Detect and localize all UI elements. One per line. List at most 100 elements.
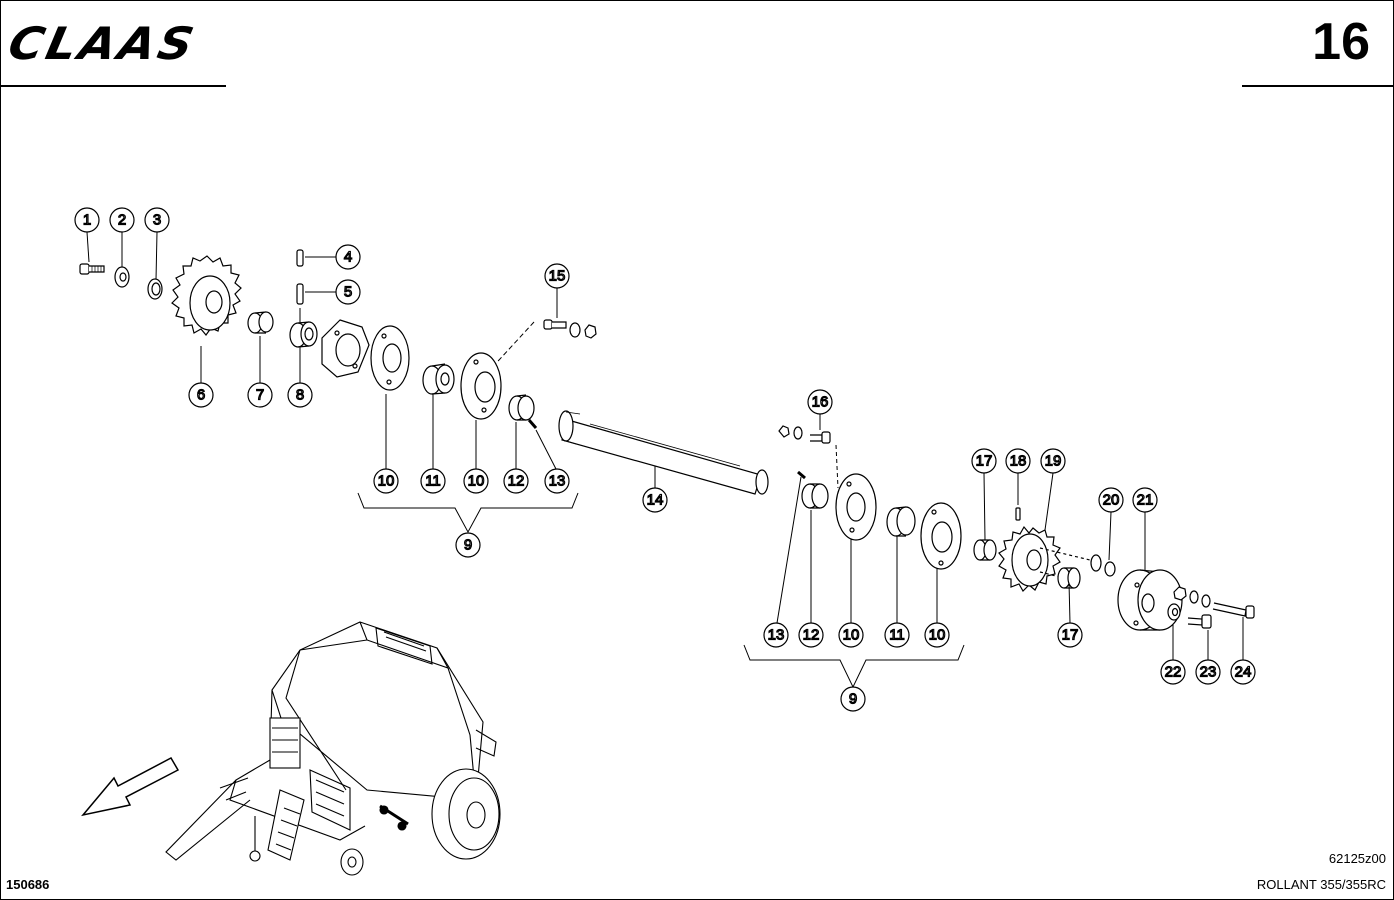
callout-6[interactable]: 6	[188, 382, 214, 408]
svg-text:2: 2	[118, 212, 126, 229]
svg-text:7: 7	[256, 387, 264, 404]
flange-part-10a	[370, 325, 410, 391]
callout-21[interactable]: 21	[1132, 487, 1158, 513]
callout-17-bottom[interactable]: 17	[1057, 622, 1083, 648]
svg-text:14: 14	[647, 492, 664, 509]
leader-lines	[86, 231, 1244, 660]
page-number: 16	[1312, 13, 1370, 71]
svg-text:10: 10	[929, 627, 946, 644]
bolt-part-16	[778, 425, 831, 444]
svg-text:23: 23	[1200, 664, 1217, 681]
flange-part-10c	[835, 473, 877, 541]
svg-text:24: 24	[1235, 664, 1252, 681]
callout-16[interactable]: 16	[807, 389, 833, 415]
callout-18[interactable]: 18	[1005, 448, 1031, 474]
header-rule-right	[1242, 85, 1394, 87]
svg-text:20: 20	[1103, 492, 1120, 509]
svg-text:6: 6	[197, 387, 205, 404]
svg-text:19: 19	[1045, 453, 1062, 470]
callout-12-right[interactable]: 12	[798, 622, 824, 648]
bearing-part-11a	[422, 363, 455, 395]
callout-13-right[interactable]: 13	[763, 622, 789, 648]
callout-24[interactable]: 24	[1230, 659, 1256, 685]
header-rule-left	[0, 85, 226, 87]
callout-17-top[interactable]: 17	[971, 448, 997, 474]
shaft-part-14	[558, 410, 769, 495]
callout-9-left[interactable]: 9	[455, 532, 481, 558]
callout-7[interactable]: 7	[247, 382, 273, 408]
callout-10-right-a[interactable]: 10	[838, 622, 864, 648]
flange-part-10d	[920, 502, 962, 570]
bolt-part-24	[1212, 602, 1255, 619]
washer-part-22	[1167, 603, 1181, 621]
svg-text:10: 10	[468, 473, 485, 490]
svg-text:16: 16	[812, 394, 829, 411]
svg-text:10: 10	[843, 627, 860, 644]
callout-10-left-a[interactable]: 10	[373, 468, 399, 494]
callout-2[interactable]: 2	[109, 207, 135, 233]
pin-part-4	[296, 249, 304, 267]
svg-text:13: 13	[549, 473, 566, 490]
bolt-part-15	[543, 319, 597, 339]
callout-11-right[interactable]: 11	[884, 622, 910, 648]
callout-1[interactable]: 1	[74, 207, 100, 233]
callout-5[interactable]: 5	[335, 279, 361, 305]
callout-12-left[interactable]: 12	[503, 468, 529, 494]
callout-3[interactable]: 3	[144, 207, 170, 233]
callout-15[interactable]: 15	[544, 263, 570, 289]
callout-4[interactable]: 4	[335, 244, 361, 270]
svg-text:3: 3	[153, 212, 161, 229]
bushing-part-7	[247, 311, 274, 334]
svg-text:12: 12	[508, 473, 525, 490]
svg-text:11: 11	[889, 627, 905, 644]
bearing-part-8	[289, 321, 318, 348]
svg-text:17: 17	[976, 453, 993, 470]
svg-text:1: 1	[83, 212, 91, 229]
callout-22[interactable]: 22	[1160, 659, 1186, 685]
svg-text:13: 13	[768, 627, 785, 644]
callout-9-right[interactable]: 9	[840, 686, 866, 712]
svg-text:8: 8	[296, 387, 304, 404]
svg-text:17: 17	[1062, 627, 1079, 644]
sprocket-part-6	[171, 255, 242, 336]
bearing-part-11b	[886, 506, 916, 537]
model-name: ROLLANT 355/355RC	[1256, 877, 1386, 892]
svg-text:10: 10	[378, 473, 395, 490]
callout-10-left-b[interactable]: 10	[463, 468, 489, 494]
callout-10-right-b[interactable]: 10	[924, 622, 950, 648]
svg-text:11: 11	[425, 473, 441, 490]
svg-text:21: 21	[1137, 492, 1154, 509]
callout-23[interactable]: 23	[1195, 659, 1221, 685]
ring-part-3	[147, 278, 163, 300]
svg-text:18: 18	[1010, 453, 1027, 470]
svg-text:9: 9	[849, 691, 857, 708]
svg-text:15: 15	[549, 268, 566, 285]
setscrew-part-13b	[797, 470, 806, 480]
svg-text:5: 5	[344, 284, 352, 301]
svg-text:12: 12	[803, 627, 820, 644]
image-reference: 150686	[6, 877, 50, 892]
flange-plate-left	[321, 319, 370, 378]
callout-11-left[interactable]: 11	[420, 468, 446, 494]
washer-part-2	[114, 266, 130, 288]
washer-part-20	[1090, 554, 1116, 577]
hub-part-21	[1117, 569, 1183, 631]
assembly-brace-right	[743, 644, 965, 689]
callout-19[interactable]: 19	[1040, 448, 1066, 474]
collar-part-12a	[508, 394, 535, 421]
gear-part-19	[998, 525, 1091, 592]
callout-8[interactable]: 8	[287, 382, 313, 408]
callout-14[interactable]: 14	[642, 487, 668, 513]
callout-13-left[interactable]: 13	[544, 468, 570, 494]
svg-text:4: 4	[344, 249, 352, 266]
bushing-part-17a	[973, 539, 997, 561]
callout-20[interactable]: 20	[1098, 487, 1124, 513]
pin-part-5	[296, 283, 304, 305]
baler-overview-drawing	[165, 621, 501, 876]
bolt-part-1	[79, 263, 105, 275]
svg-text:22: 22	[1165, 664, 1182, 681]
direction-arrow	[81, 757, 180, 817]
collar-part-12b	[801, 483, 829, 509]
flange-part-10b	[460, 352, 502, 420]
